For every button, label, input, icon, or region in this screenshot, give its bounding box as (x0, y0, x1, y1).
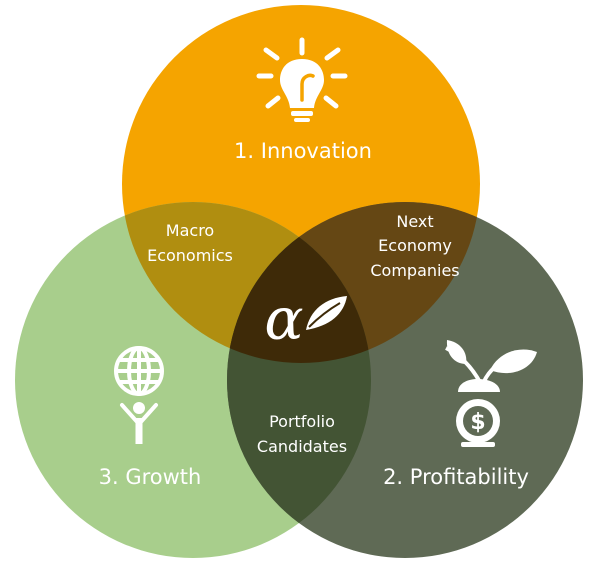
next-economy-label-line3: Companies (370, 261, 459, 280)
portfolio-candidates-label-line2: Candidates (257, 437, 347, 456)
macro-economics-label-line1: Macro (166, 221, 214, 240)
globe-person-icon (114, 346, 164, 444)
alpha-leaf-logo-icon: α (264, 285, 347, 353)
coin-dollar-sign: $ (470, 410, 485, 435)
alpha-symbol: α (264, 285, 303, 353)
portfolio-candidates-label-line1: Portfolio (269, 412, 335, 431)
next-economy-label-line2: Economy (378, 236, 452, 255)
profitability-label: 2. Profitability (383, 465, 529, 489)
innovation-label: 1. Innovation (234, 139, 372, 163)
macro-economics-label-line2: Economics (147, 246, 233, 265)
lightbulb-icon (256, 37, 348, 122)
sprout-coin-icon: $ (445, 340, 537, 447)
growth-label: 3. Growth (99, 465, 202, 489)
next-economy-label-line1: Next (396, 212, 433, 231)
overlap-center (227, 202, 371, 363)
